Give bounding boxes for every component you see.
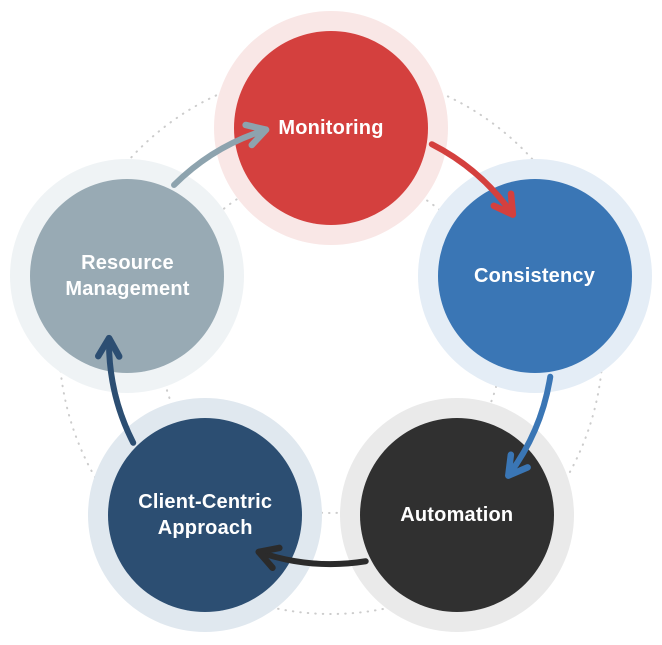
- node-consistency: Consistency: [437, 178, 632, 373]
- node-automation: Automation: [359, 418, 554, 613]
- node-label-client-centric-approach: Client-Centric Approach: [138, 491, 273, 540]
- node-client-centric-approach: Client-Centric Approach: [108, 418, 303, 613]
- node-label-resource-management: Resource Management: [65, 251, 190, 300]
- node-label-automation: Automation: [400, 504, 514, 527]
- node-resource-management: Resource Management: [30, 178, 225, 373]
- node-monitoring: Monitoring: [234, 31, 428, 225]
- node-label-monitoring: Monitoring: [278, 117, 384, 139]
- node-label-consistency: Consistency: [473, 264, 596, 287]
